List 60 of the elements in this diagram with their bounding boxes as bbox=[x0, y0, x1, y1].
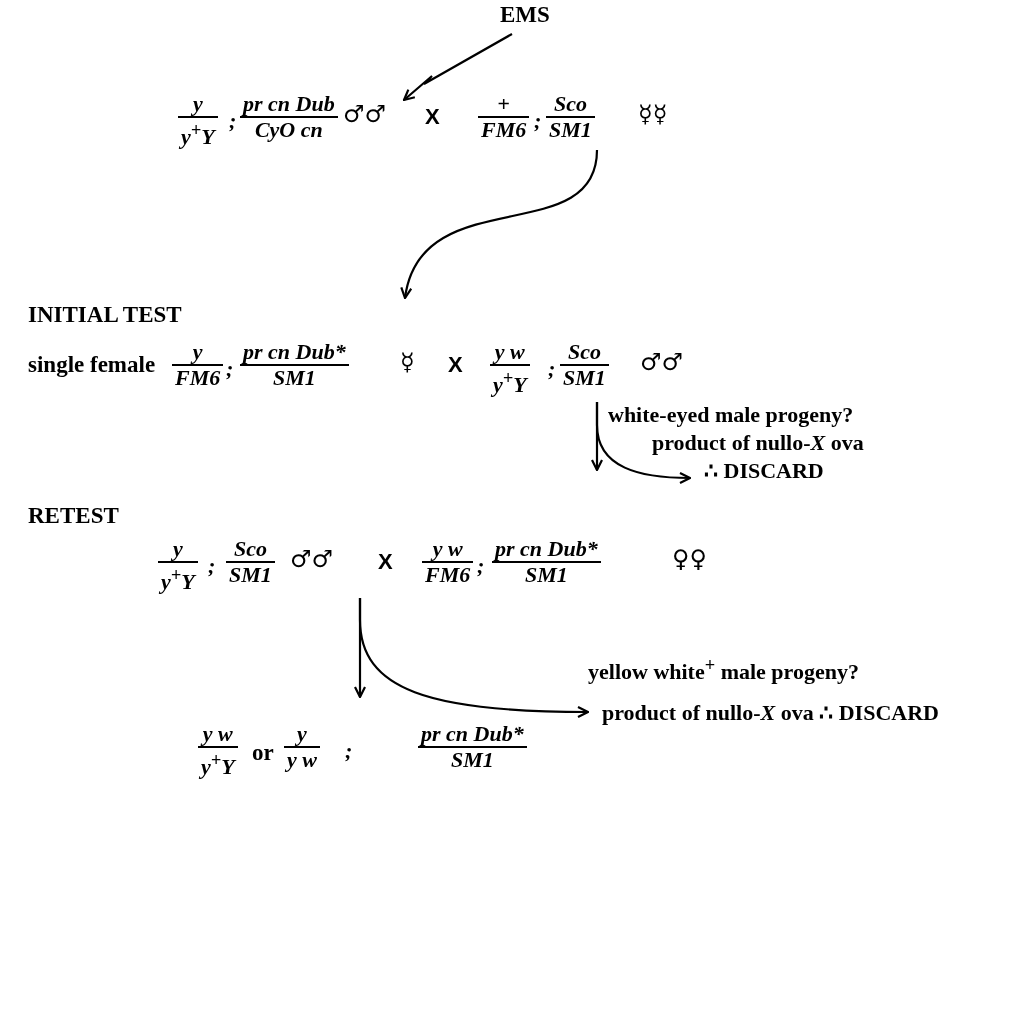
note-text: product of nullo-X ova ∴ DISCARD bbox=[602, 700, 939, 726]
genotype-text: y$^{+}$Y bbox=[198, 749, 238, 780]
cross-sign: X bbox=[425, 104, 440, 130]
genotype-text: pr cn Dub bbox=[240, 92, 338, 118]
genotype-text: y$^{+}$Y bbox=[158, 564, 198, 595]
sex-symbol: ♀♀ bbox=[672, 545, 708, 573]
arrow bbox=[401, 149, 599, 300]
genotype-text: SM1 bbox=[548, 118, 593, 142]
separator-text: ; bbox=[229, 108, 237, 134]
sex-symbol: ♂♂ bbox=[343, 100, 387, 128]
separator-text: ; bbox=[226, 356, 234, 382]
genotype-text: Sco bbox=[226, 537, 275, 563]
genotype-text: FM6 bbox=[480, 118, 528, 142]
note-text: yellow white$^{+}$ male progeny? bbox=[588, 655, 859, 686]
genotype-text: pr cn Dub* bbox=[492, 537, 601, 563]
sex-symbol: ♂♂ bbox=[290, 545, 334, 573]
genotype-text: FM6 bbox=[174, 366, 222, 390]
separator-text: ; bbox=[534, 108, 542, 134]
heading-text: INITIAL TEST bbox=[28, 302, 182, 328]
genotype-text: pr cn Dub* bbox=[418, 722, 527, 748]
note-text: product of nullo-X ova bbox=[652, 430, 864, 456]
genotype-text: y w bbox=[284, 748, 318, 772]
genotype-text: y w bbox=[422, 537, 474, 563]
sex-symbol: ☿☿ bbox=[638, 100, 668, 128]
arrow bbox=[402, 33, 513, 102]
genotype-text: CyO cn bbox=[253, 118, 324, 142]
separator-text: ; bbox=[548, 356, 556, 382]
arrow bbox=[595, 402, 692, 484]
genotype-text: Sco bbox=[546, 92, 595, 118]
genotype-text: SM1 bbox=[271, 366, 317, 390]
genotype-text: + bbox=[478, 92, 530, 118]
genotype-text: pr cn Dub* bbox=[240, 340, 349, 366]
genotype-text: y bbox=[284, 722, 320, 748]
conjunction-text: or bbox=[252, 740, 274, 766]
sex-symbol: ♂♂ bbox=[640, 348, 684, 376]
sex-symbol: ☿ bbox=[400, 348, 415, 376]
genotype-text: y bbox=[172, 340, 224, 366]
note-text: white-eyed male progeny? bbox=[608, 402, 854, 428]
separator-text: ; bbox=[477, 553, 485, 579]
genotype-text: SM1 bbox=[228, 563, 273, 587]
separator-text: ; bbox=[345, 738, 353, 764]
separator-text: ; bbox=[208, 553, 216, 579]
genotype-text: y$^{+}$Y bbox=[490, 367, 530, 398]
genotype-text: Sco bbox=[560, 340, 609, 366]
row-label: single female bbox=[28, 352, 156, 378]
genotype-text: SM1 bbox=[562, 366, 607, 390]
cross-sign: X bbox=[378, 549, 393, 575]
genotype-text: y bbox=[178, 92, 218, 118]
genotype-text: y w bbox=[198, 722, 238, 748]
genotype-text: y w bbox=[490, 340, 530, 366]
heading-text: RETEST bbox=[28, 503, 119, 529]
genotype-text: FM6 bbox=[424, 563, 472, 587]
arrow bbox=[358, 598, 590, 718]
genotype-text: y$^{+}$Y bbox=[178, 119, 218, 150]
cross-sign: X bbox=[448, 352, 463, 378]
genotype-text: SM1 bbox=[523, 563, 569, 587]
agent-label: EMS bbox=[500, 2, 550, 28]
note-text: ∴ DISCARD bbox=[704, 458, 824, 484]
genotype-text: y bbox=[158, 537, 198, 563]
genotype-text: SM1 bbox=[449, 748, 495, 772]
